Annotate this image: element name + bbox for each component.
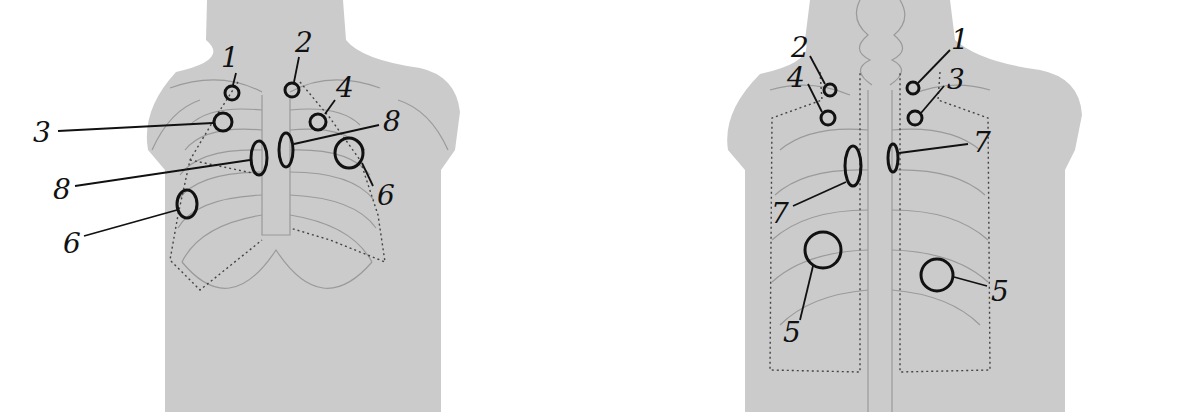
callout-number: 2 [295,29,313,57]
callout-number: 7 [771,200,789,228]
front-torso [147,0,460,412]
callout-number: 1 [221,44,239,72]
leader-lines [58,50,987,320]
callout-number: 8 [383,108,401,136]
back-spine-ribs [770,0,990,412]
front-ribs [152,80,448,288]
callout-number: 8 [53,176,71,204]
callout-number: 4 [336,74,354,102]
callout-number: 6 [63,230,81,258]
callout-number: 1 [951,26,969,54]
callout-number: 7 [973,129,991,157]
callout-number: 5 [783,319,801,347]
callout-number: 3 [33,119,51,147]
callout-number: 4 [787,64,805,92]
callout-number: 5 [991,278,1009,306]
callout-number: 2 [791,34,809,62]
auscultation-circles [177,82,953,291]
callout-number: 3 [947,66,965,94]
callout-number: 6 [377,182,395,210]
back-lung-outline [770,72,990,372]
back-torso [727,0,1082,412]
front-lung-outline [170,82,385,290]
